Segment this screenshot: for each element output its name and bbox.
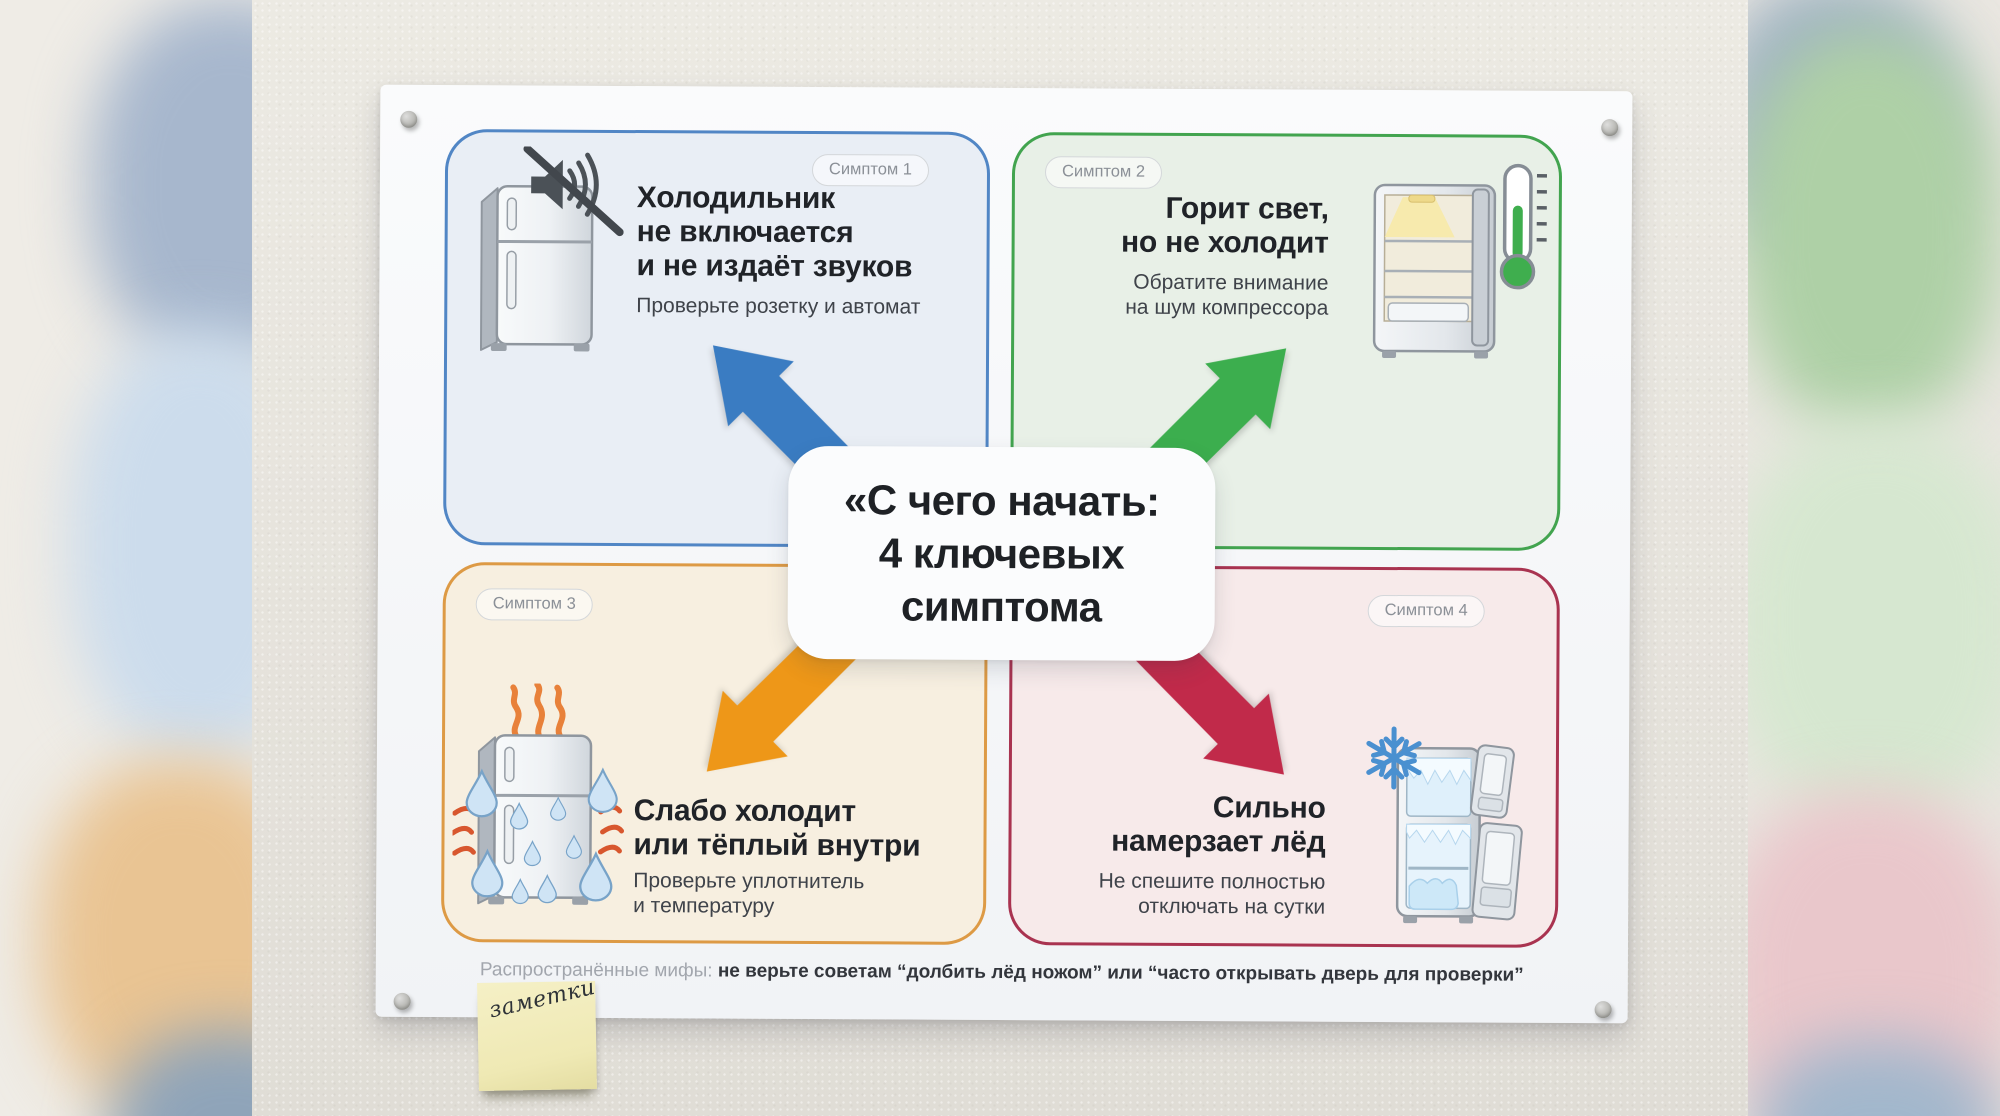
title-line: намерзает лёд bbox=[1111, 824, 1326, 859]
push-pin bbox=[393, 992, 411, 1010]
light-glow bbox=[1384, 197, 1455, 238]
sticky-note: заметки bbox=[477, 975, 598, 1092]
card-subtitle: Проверьте розетку и автомат bbox=[636, 293, 920, 319]
fridge-frozen-icon bbox=[1395, 744, 1523, 924]
thermometer-icon bbox=[1499, 163, 1547, 290]
myths-label: Распространённые мифы: bbox=[479, 959, 713, 982]
title-line: Сильно bbox=[1212, 791, 1326, 825]
sticky-note-text: заметки bbox=[486, 974, 598, 1024]
title-line: Горит свет, bbox=[1165, 191, 1329, 226]
center-title-line: «С чего начать: bbox=[843, 476, 1160, 525]
ice-buildup bbox=[1406, 823, 1472, 846]
center-title-line: симптома bbox=[900, 582, 1102, 631]
card-title: Слабо холодит или тёплый внутри bbox=[633, 794, 920, 864]
snowflake-icon bbox=[1365, 726, 1424, 790]
title-line: Слабо холодит bbox=[633, 794, 857, 829]
fridge-heat-drips-icon bbox=[452, 683, 625, 905]
title-line: Холодильник bbox=[636, 181, 836, 216]
blur-blob bbox=[1748, 30, 1998, 430]
title-line: или тёплый внутри bbox=[633, 828, 921, 863]
fridge-muted-speaker-icon bbox=[479, 146, 624, 352]
fridge-open-light-icon bbox=[1372, 183, 1497, 359]
card-title: Сильно намерзает лёд bbox=[1111, 791, 1326, 860]
blurred-backdrop-right bbox=[1748, 0, 2000, 1116]
title-line: не включается bbox=[636, 215, 854, 250]
card-symptom-1: Симптом 1 bbox=[443, 129, 991, 548]
card-subtitle: Проверьте уплотнитель и температуру bbox=[633, 868, 864, 919]
subtitle-line: отключать на сутки bbox=[1138, 894, 1326, 919]
subtitle-line: и температуру bbox=[633, 894, 775, 918]
push-pin bbox=[1601, 119, 1619, 137]
card-title: Холодильник не включается и не издаёт зв… bbox=[636, 181, 912, 284]
symptom-badge: Симптом 2 bbox=[1044, 156, 1163, 189]
blur-blob bbox=[70, 330, 252, 760]
blurred-backdrop-left bbox=[0, 0, 252, 1116]
card-symptom-4: Симптом 4 bbox=[1007, 565, 1560, 948]
push-pin bbox=[1594, 1001, 1612, 1019]
blur-blob bbox=[90, 0, 252, 370]
symptom-badge: Симптом 3 bbox=[475, 588, 593, 621]
card-symptom-3: Симптом 3 bbox=[440, 562, 988, 945]
symptom-badge: Симптом 4 bbox=[1367, 594, 1485, 628]
ice-buildup bbox=[1406, 757, 1472, 786]
subtitle-line: Проверьте уплотнитель bbox=[633, 869, 865, 894]
infographic-poster: Симптом 1 bbox=[375, 84, 1633, 1024]
title-line: и не издаёт звуков bbox=[636, 249, 913, 284]
open-fridge-door bbox=[1471, 822, 1523, 921]
fridge-closed-icon bbox=[479, 185, 594, 352]
subtitle-line: Проверьте розетку и автомат bbox=[636, 294, 921, 319]
card-subtitle: Не спешите полностью отключать на сутки bbox=[1098, 869, 1326, 920]
push-pin bbox=[400, 110, 418, 128]
card-symptom-2: Симптом 2 bbox=[1010, 132, 1563, 551]
card-subtitle: Обратите внимание на шум компрессора bbox=[1125, 270, 1328, 321]
subtitle-line: Не спешите полностью bbox=[1098, 869, 1326, 894]
center-title-box: «С чего начать: 4 ключевых симптома bbox=[787, 445, 1216, 662]
muted-speaker-icon bbox=[523, 146, 624, 237]
myths-text: не верьте советам “долбить лёд ножом” ил… bbox=[717, 960, 1524, 986]
ice-mound bbox=[1408, 878, 1459, 911]
subtitle-line: на шум компрессора bbox=[1125, 295, 1329, 320]
center-title-line: 4 ключевых bbox=[878, 529, 1125, 578]
heat-waves-icon bbox=[510, 683, 566, 743]
title-line: но не холодит bbox=[1120, 225, 1329, 260]
subtitle-line: Обратите внимание bbox=[1133, 270, 1329, 295]
card-title: Горит свет, но не холодит bbox=[1121, 192, 1329, 261]
fridge-light-thermometer-icon bbox=[1372, 163, 1547, 359]
blur-blob bbox=[1748, 420, 2000, 820]
open-freezer-door bbox=[1469, 744, 1515, 819]
fridge-ice-snowflake-icon bbox=[1351, 726, 1523, 924]
